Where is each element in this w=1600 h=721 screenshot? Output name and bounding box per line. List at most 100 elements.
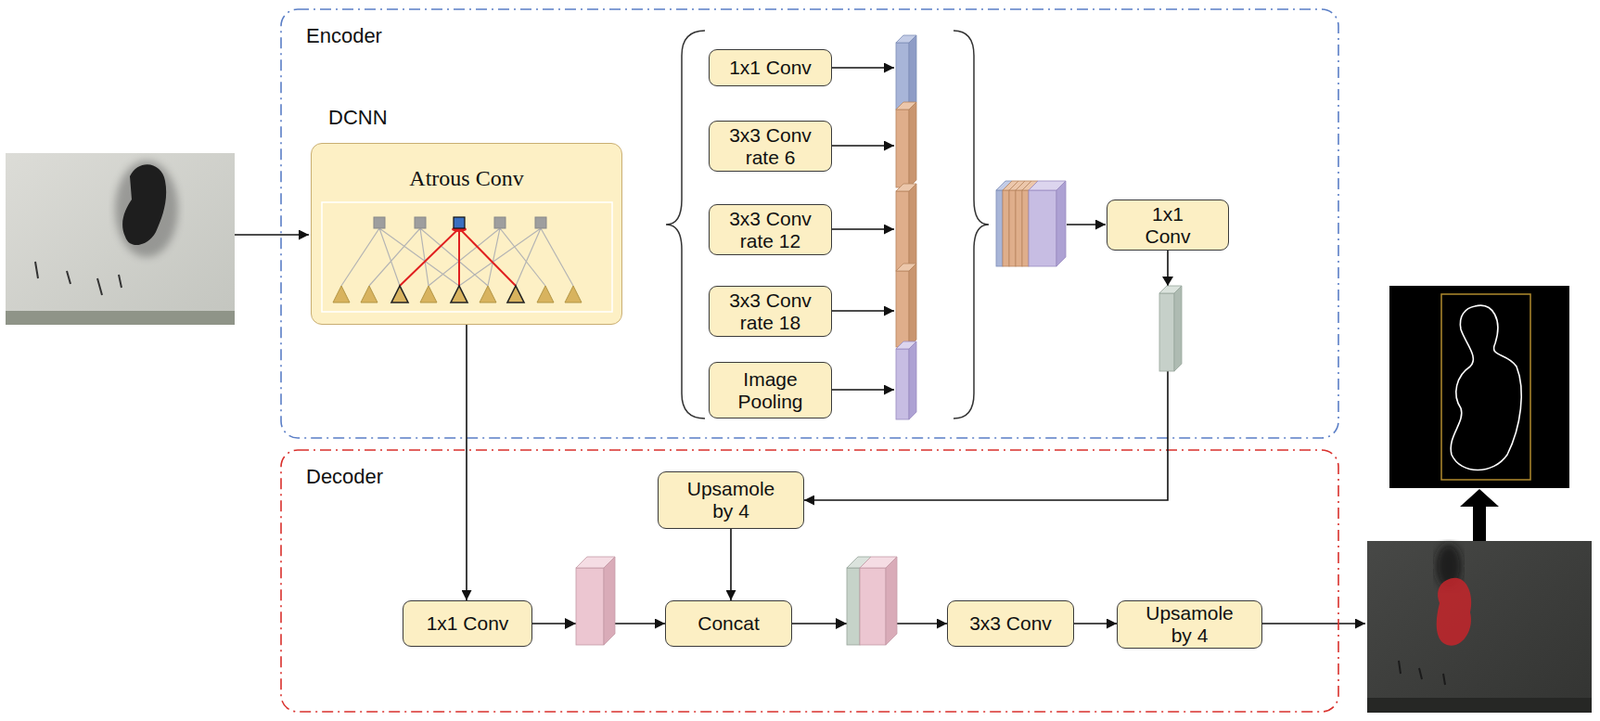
wall-marks <box>1398 660 1446 685</box>
feature-map <box>846 556 871 568</box>
feature-map <box>896 348 909 420</box>
conv-box: 1x1 Conv <box>1106 199 1229 251</box>
photo-background <box>1389 285 1570 488</box>
feature-map <box>846 567 860 645</box>
decoder-band: DecoderUpsamole by 41x1 ConvConcat3x3 Co… <box>280 448 1340 713</box>
feature-map <box>1022 180 1038 191</box>
damage-contour <box>1450 305 1522 470</box>
feature-map <box>996 180 1012 191</box>
kernel-links <box>341 228 574 286</box>
arrow-head <box>835 617 847 629</box>
feature-map <box>1056 180 1066 267</box>
concatenated-maps <box>996 180 1066 267</box>
flow-arrow <box>532 622 666 625</box>
branch-arrow <box>832 309 895 312</box>
input-units <box>332 285 582 303</box>
backbone-box: DCNNAtrous Conv <box>310 142 623 325</box>
conv-box: 3x3 Conv rate 12 <box>708 204 832 256</box>
output-unit <box>453 217 465 229</box>
conv-box: 1x1 Conv <box>708 49 832 87</box>
band-outline <box>281 449 1339 712</box>
feature-map <box>1028 180 1066 191</box>
box-label: 3x3 Conv <box>969 612 1052 635</box>
encoder-output-map <box>1159 276 1182 372</box>
block-heading: DCNN <box>328 106 388 129</box>
feature-map <box>908 35 917 110</box>
photo-floor <box>1367 697 1592 713</box>
input-unit <box>360 285 378 303</box>
output-unit <box>373 217 385 229</box>
feature-map <box>1022 190 1029 267</box>
contour-image <box>1389 285 1570 488</box>
feature-map <box>896 183 917 192</box>
photo-background <box>1367 540 1592 713</box>
feature-map <box>603 556 615 645</box>
box-label: 3x3 Conv rate 18 <box>724 289 818 333</box>
left-brace <box>665 30 705 419</box>
flow-arrow <box>465 324 468 601</box>
conv-box: 3x3 Conv rate 18 <box>708 285 832 337</box>
conv-box: 3x3 Conv <box>947 600 1075 647</box>
conv-box: 3x3 Conv rate 6 <box>708 120 832 172</box>
low-level-map <box>564 556 615 645</box>
arrow-head <box>564 617 576 629</box>
output-unit <box>494 217 506 229</box>
wall-marks <box>35 261 122 295</box>
upsample-box: Upsamole by 4 <box>657 471 805 529</box>
feature-map <box>576 556 615 568</box>
feature-map <box>908 102 917 188</box>
box-label: Image Pooling <box>724 368 818 412</box>
input-unit <box>391 285 409 303</box>
feature-map <box>859 556 897 568</box>
input-unit <box>564 285 582 303</box>
arrow-head <box>1162 276 1174 286</box>
feature-map <box>896 341 917 349</box>
flow-arrow <box>792 622 948 625</box>
feature-map <box>1002 180 1019 191</box>
output-unit <box>414 217 426 229</box>
box-label: 1x1 Conv <box>729 56 812 79</box>
right-brace <box>953 30 989 419</box>
feature-map <box>896 109 909 188</box>
box-label: Upsamole by 4 <box>684 477 778 522</box>
pooling-box: Image Pooling <box>708 361 832 419</box>
input-unit <box>420 285 437 303</box>
feature-map <box>896 270 909 347</box>
band-outline <box>280 448 1340 713</box>
photo-background <box>5 153 235 325</box>
box-label: 1x1 Conv <box>1139 203 1196 247</box>
decoder-concat-map <box>835 556 897 645</box>
feature-map <box>908 341 917 420</box>
encoder-band: EncoderDCNNAtrous Conv1x1 Conv3x3 Conv r… <box>280 8 1340 439</box>
burn-halo <box>115 160 179 257</box>
feature-map <box>1009 190 1016 267</box>
block-label: Atrous Conv <box>311 166 622 191</box>
feature-map <box>1028 190 1057 267</box>
input-unit <box>507 285 525 303</box>
branch-arrow <box>832 144 895 147</box>
concat-box: Concat <box>665 600 793 647</box>
feature-map <box>896 191 909 271</box>
feature-map <box>908 183 917 271</box>
stack-arrow <box>1066 223 1106 226</box>
focus-mark <box>451 226 467 232</box>
feature-map <box>1015 190 1023 267</box>
flow-arrow <box>729 528 732 601</box>
segmentation-mask <box>1436 577 1472 646</box>
box-label: 3x3 Conv rate 12 <box>724 207 818 252</box>
flow-arrow <box>1074 622 1117 625</box>
branch-arrows <box>832 67 1366 624</box>
input-unit <box>332 285 350 303</box>
feature-map <box>1159 293 1175 372</box>
box-label: 3x3 Conv rate 6 <box>724 124 818 168</box>
photo-floor <box>5 310 235 325</box>
section-title: Encoder <box>306 25 383 48</box>
feature-map <box>1174 285 1182 372</box>
atrous-links <box>399 228 516 286</box>
aspp-feature-maps <box>896 35 917 420</box>
atrous-illustration <box>321 202 613 312</box>
